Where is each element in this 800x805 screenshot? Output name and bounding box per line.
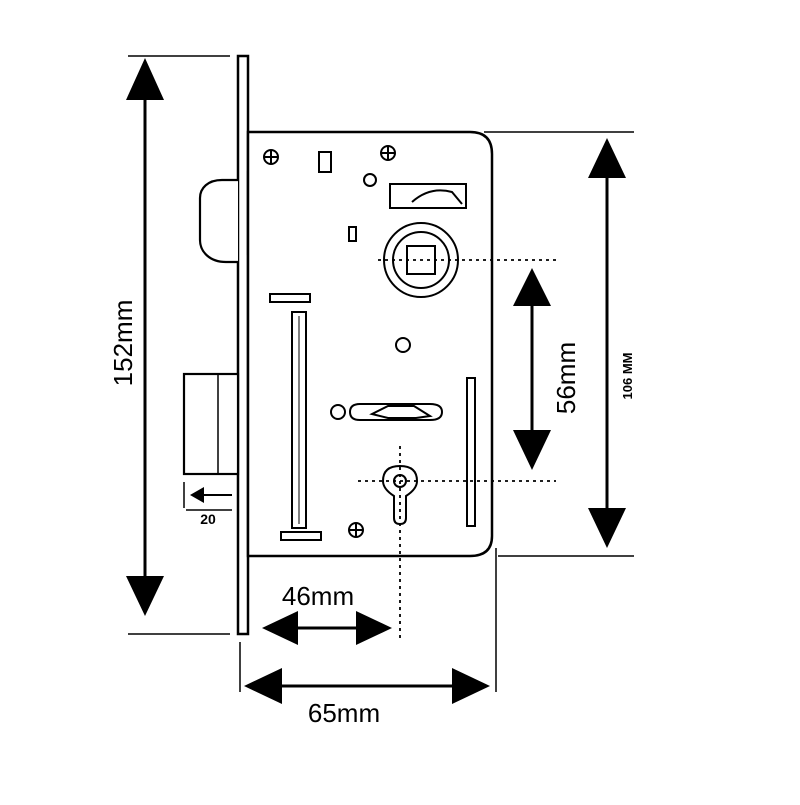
small-slot [348,226,357,242]
guide-slot [466,377,476,527]
dimension-case-height: 106 MM [588,138,635,548]
dimension-label-152: 152mm [108,300,138,387]
dimension-label-106: 106 MM [620,353,635,400]
screw [348,522,364,538]
guide-slot [269,293,311,303]
dimension-overall-height: 152mm [108,58,164,616]
deadbolt [182,372,240,476]
dimension-label-46: 46mm [282,581,354,611]
pin-hole [363,173,377,187]
center-line [358,259,556,640]
dimension-label-20: 20 [200,511,216,527]
screw [263,149,279,165]
guide-slot [280,531,322,541]
dimension-case-depth: 65mm [244,668,490,728]
screw [380,145,396,161]
pin-hole [395,337,411,353]
dimension-bolt-throw: 20 [186,487,232,527]
lever-slot [389,183,467,209]
dimension-label-56: 56mm [551,342,581,414]
dimension-center-distance: 56mm [513,268,581,470]
small-slot [318,151,332,173]
extension-line [128,55,634,692]
dimension-label-65: 65mm [308,698,380,728]
deadbolt-lever-slot [348,403,444,421]
pin-hole [330,404,346,420]
dimension-backset: 46mm [262,581,392,645]
faceplate [236,54,250,636]
